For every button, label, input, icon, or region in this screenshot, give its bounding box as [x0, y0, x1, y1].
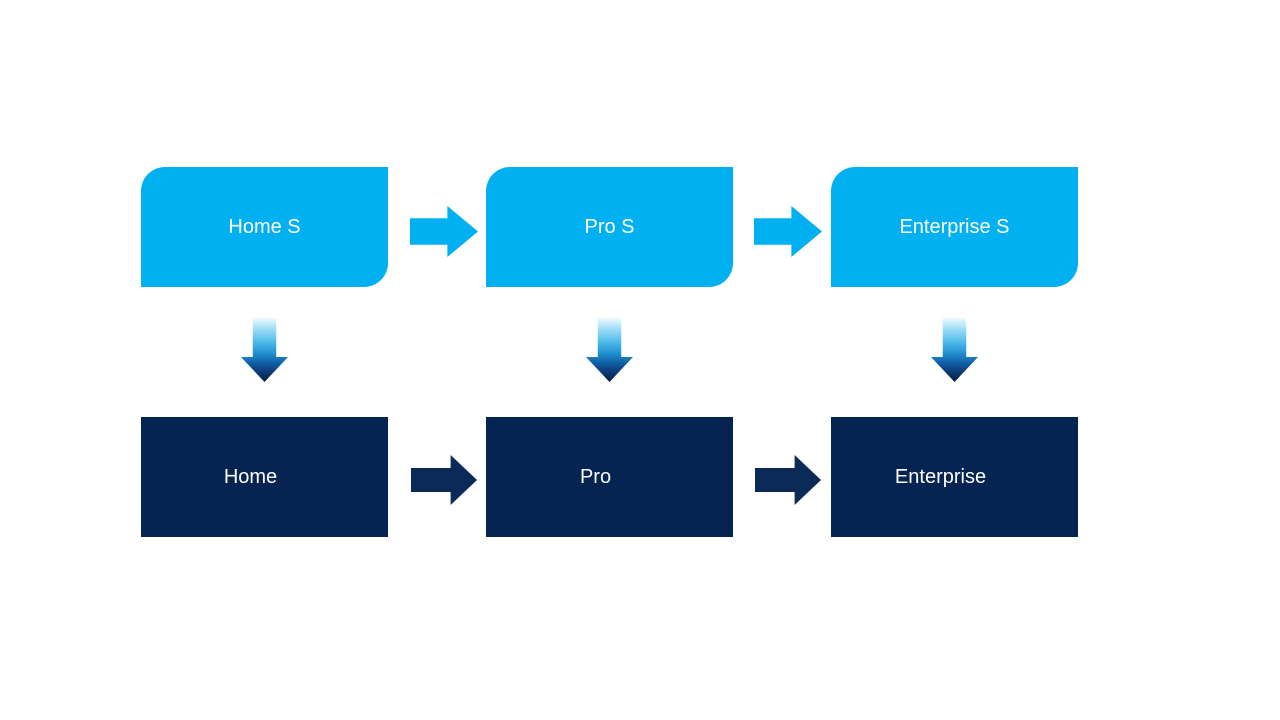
node-home-label: Home: [223, 466, 278, 488]
right-arrow-icon-home-s-to-pro-s: [410, 206, 478, 257]
node-enterprise-label: Enterprise: [894, 466, 987, 488]
down-arrow-icon-pro-s-to-pro: [586, 318, 633, 382]
node-pro-s-label: Pro S: [584, 216, 635, 238]
node-pro: Pro: [486, 417, 733, 537]
down-arrow-icon-home-s-to-home: [241, 318, 288, 382]
node-pro-label: Pro: [579, 466, 612, 488]
node-enterprise-s-label: Enterprise S: [899, 216, 1010, 238]
node-home-s-label: Home S: [228, 216, 301, 238]
node-enterprise: Enterprise: [831, 417, 1078, 537]
right-arrow-icon-home-to-pro: [411, 455, 477, 505]
node-home-s: Home S: [141, 167, 388, 287]
node-pro-s: Pro S: [486, 167, 733, 287]
right-arrow-icon-pro-to-enterprise: [755, 455, 821, 505]
right-arrow-icon-pro-s-to-enterprise-s: [754, 206, 822, 257]
node-home: Home: [141, 417, 388, 537]
down-arrow-icon-enterprise-s-to-enterprise: [931, 318, 978, 382]
node-enterprise-s: Enterprise S: [831, 167, 1078, 287]
